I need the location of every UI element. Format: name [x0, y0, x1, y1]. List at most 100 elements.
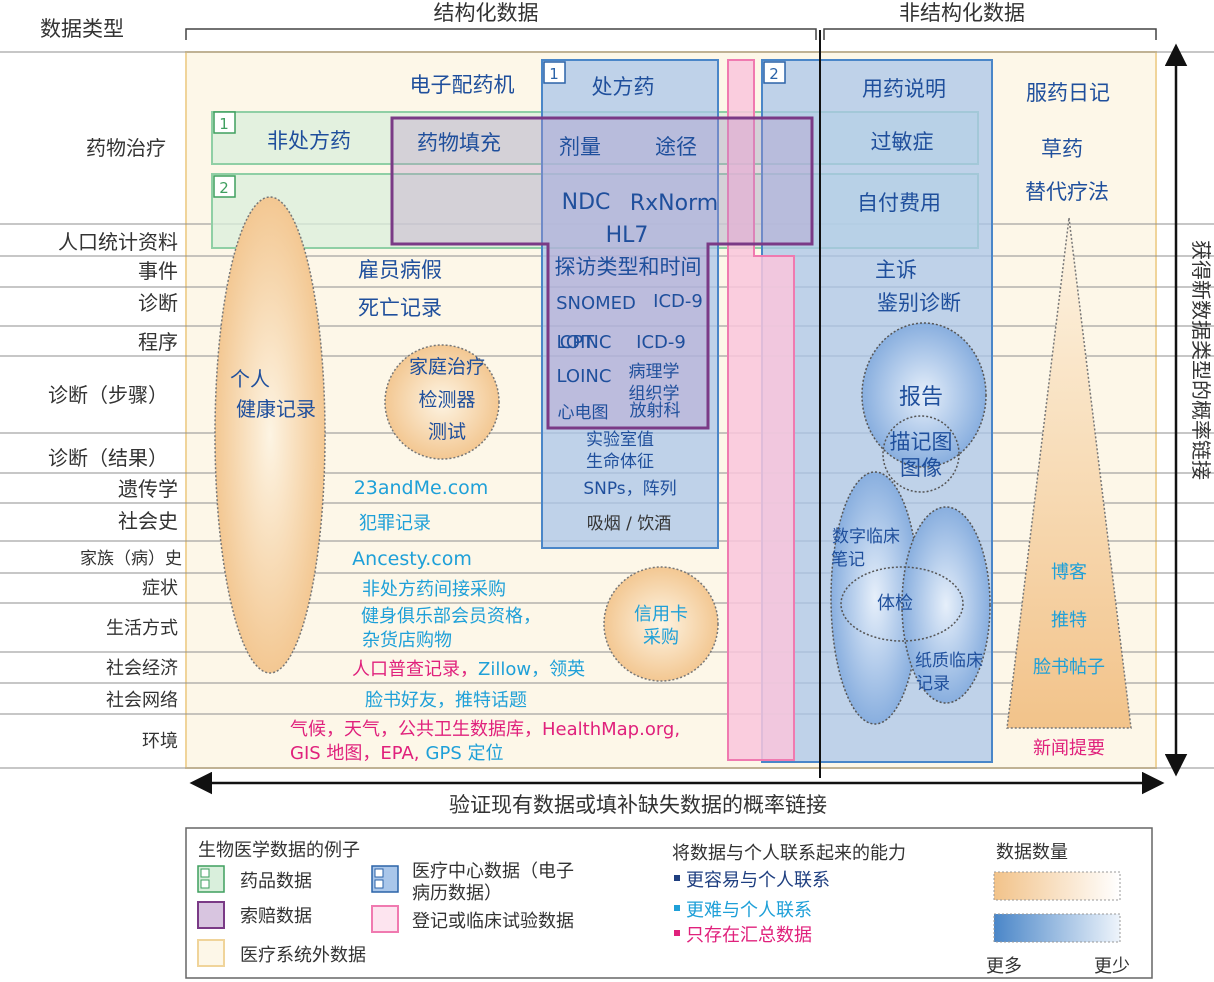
label-census: 人口普查记录，	[352, 659, 478, 680]
legend-less-label: 更少	[1094, 956, 1130, 977]
legend-volume-orange-bar	[993, 871, 1121, 901]
unstructured-heading: 非结构化数据	[899, 1, 1025, 25]
legend-center-icon-inner-1	[374, 868, 384, 878]
legend-box	[185, 827, 1153, 979]
center-box-1-number: 1	[549, 65, 559, 83]
label-env-2-gps: GPS 定位	[426, 743, 504, 764]
center-box-2-badge	[763, 61, 786, 84]
legend-drug-icon-inner-2	[200, 879, 210, 889]
paper-note-ellipse	[901, 506, 991, 704]
label-med-instr: 用药说明	[862, 77, 946, 101]
label-snomed: SNOMED	[556, 293, 636, 314]
row-label-genetics: 遗传学	[118, 477, 178, 501]
claims-data-region	[390, 116, 814, 430]
content-labels: 电子配药机 处方药 用药说明 服药日记 非处方药 药物填充 剂量 途径 过敏症 …	[230, 73, 1110, 759]
row-label-diagnosis-steps: 诊断（步骤）	[48, 383, 168, 407]
label-paper-note-2: 记录	[916, 674, 950, 694]
label-lab: 实验室值	[586, 430, 654, 450]
label-diff-dx: 鉴别诊断	[877, 291, 961, 315]
label-exam: 体检	[877, 593, 913, 614]
label-icd9-b: ICD-9	[636, 332, 686, 353]
legend-easy-label: 更容易与个人联系	[686, 870, 830, 891]
unstructured-bracket	[823, 28, 1157, 40]
label-fb-posts: 脸书帖子	[1033, 657, 1105, 678]
legend-drug-label: 药品数据	[240, 871, 312, 892]
label-sick-leave: 雇员病假	[358, 258, 442, 282]
row-label-events: 事件	[138, 259, 178, 283]
label-otc: 非处方药	[267, 129, 351, 153]
label-env-1: 气候，天气，公共卫生数据库，HealthMap.org,	[290, 719, 680, 740]
horizontal-axis-label: 验证现有数据或填补缺失数据的概率链接	[449, 793, 827, 817]
label-twitter: 推特	[1051, 610, 1087, 631]
exam-ellipse	[840, 566, 964, 642]
legend-outside-icon	[197, 939, 225, 967]
label-rxnorm: RxNorm	[630, 191, 718, 216]
label-cpt: CPT	[560, 332, 595, 353]
legend-more-label: 更多	[986, 956, 1022, 977]
label-home-1: 家庭治疗	[409, 356, 485, 378]
label-cc-2: 采购	[643, 627, 679, 648]
label-ndc: NDC	[562, 190, 611, 215]
label-allergy: 过敏症	[871, 130, 934, 154]
label-fb-friends: 脸书好友，推特话题	[365, 690, 527, 711]
structured-heading: 结构化数据	[434, 1, 539, 25]
label-cc-1: 信用卡	[634, 604, 688, 625]
row-label-diagnosis-results: 诊断（结果）	[48, 446, 168, 470]
legend-examples-title: 生物医学数据的例子	[198, 840, 360, 861]
legend-hard-label: 更难与个人联系	[686, 900, 812, 921]
label-tracing-2: 图像	[900, 456, 942, 480]
label-copay: 自付费用	[857, 191, 941, 215]
label-radiology: 放射科	[630, 401, 681, 421]
legend-link-title: 将数据与个人联系起来的能力	[672, 843, 906, 864]
registry-data-region	[727, 59, 795, 761]
row-label-environment: 环境	[142, 731, 178, 752]
tracing-circle	[882, 415, 960, 493]
row-label-procedures: 程序	[138, 330, 178, 354]
label-vitals: 生命体征	[586, 452, 654, 472]
home-monitor-circle	[384, 344, 500, 460]
row-label-demographics: 人口统计资料	[58, 230, 178, 254]
row-label-socioeconomic: 社会经济	[106, 658, 178, 679]
drug-box-1-number: 1	[219, 115, 229, 133]
vertical-axis-label: 获得新数据类型的概率链接	[1189, 240, 1213, 480]
label-news: 新闻提要	[1033, 738, 1105, 759]
label-gym-1: 健身俱乐部会员资格，	[361, 606, 541, 627]
label-smoking: 吸烟 / 饮酒	[587, 514, 672, 534]
label-icd9-a: ICD-9	[653, 291, 703, 312]
row-label-symptoms: 症状	[142, 578, 178, 599]
label-otc-purchase: 非处方药间接采购	[362, 579, 506, 600]
label-loinc-a: LOINC	[557, 332, 612, 353]
label-complaint: 主诉	[875, 258, 917, 282]
legend-registry-label: 登记或临床试验数据	[412, 911, 574, 932]
label-socioeconomic-line: 人口普查记录，Zillow，领英	[352, 659, 585, 680]
label-loinc-b: LOINC	[557, 366, 612, 387]
legend-outside-label: 医疗系统外数据	[240, 945, 366, 966]
structured-bracket	[185, 28, 817, 40]
drug-box-2-number: 2	[219, 179, 229, 197]
label-pathology: 病理学	[629, 362, 680, 382]
label-env-2-gis: GIS 地图，EPA,	[290, 743, 420, 764]
row-labels: 药物治疗 人口统计资料 事件 诊断 程序 诊断（步骤） 诊断（结果） 遗传学 社…	[48, 136, 182, 752]
row-label-drug-therapy: 药物治疗	[86, 136, 166, 160]
row-label-family-history: 家族（病）史	[80, 549, 182, 569]
center-data-box-1	[541, 59, 719, 549]
legend-center-label-2: 病历数据）	[412, 883, 502, 904]
legend-center-label-1: 医疗中心数据（电子	[412, 861, 574, 882]
label-env-2-line: GIS 地图，EPA, GPS 定位	[290, 743, 503, 764]
label-fill: 药物填充	[417, 131, 501, 155]
legend-drug-icon-inner-1	[200, 868, 210, 878]
label-visit-type: 探访类型和时间	[555, 255, 702, 279]
social-media-triangle	[1006, 217, 1132, 729]
label-histology: 组织学	[629, 384, 680, 404]
row-label-diagnosis: 诊断	[138, 291, 178, 315]
label-paper-note-1: 纸质临床	[915, 651, 983, 671]
drug-box-1-badge	[213, 111, 236, 134]
label-23andme: 23andMe.com	[354, 477, 489, 499]
data-type-heading: 数据类型	[40, 17, 124, 41]
label-tracing-1: 描记图	[890, 430, 953, 454]
label-report: 报告	[899, 385, 943, 410]
label-blog: 博客	[1051, 562, 1087, 583]
label-phr-2: 健康记录	[236, 397, 316, 421]
label-dose: 剂量	[559, 135, 601, 159]
row-label-social-network: 社会网络	[106, 690, 178, 711]
